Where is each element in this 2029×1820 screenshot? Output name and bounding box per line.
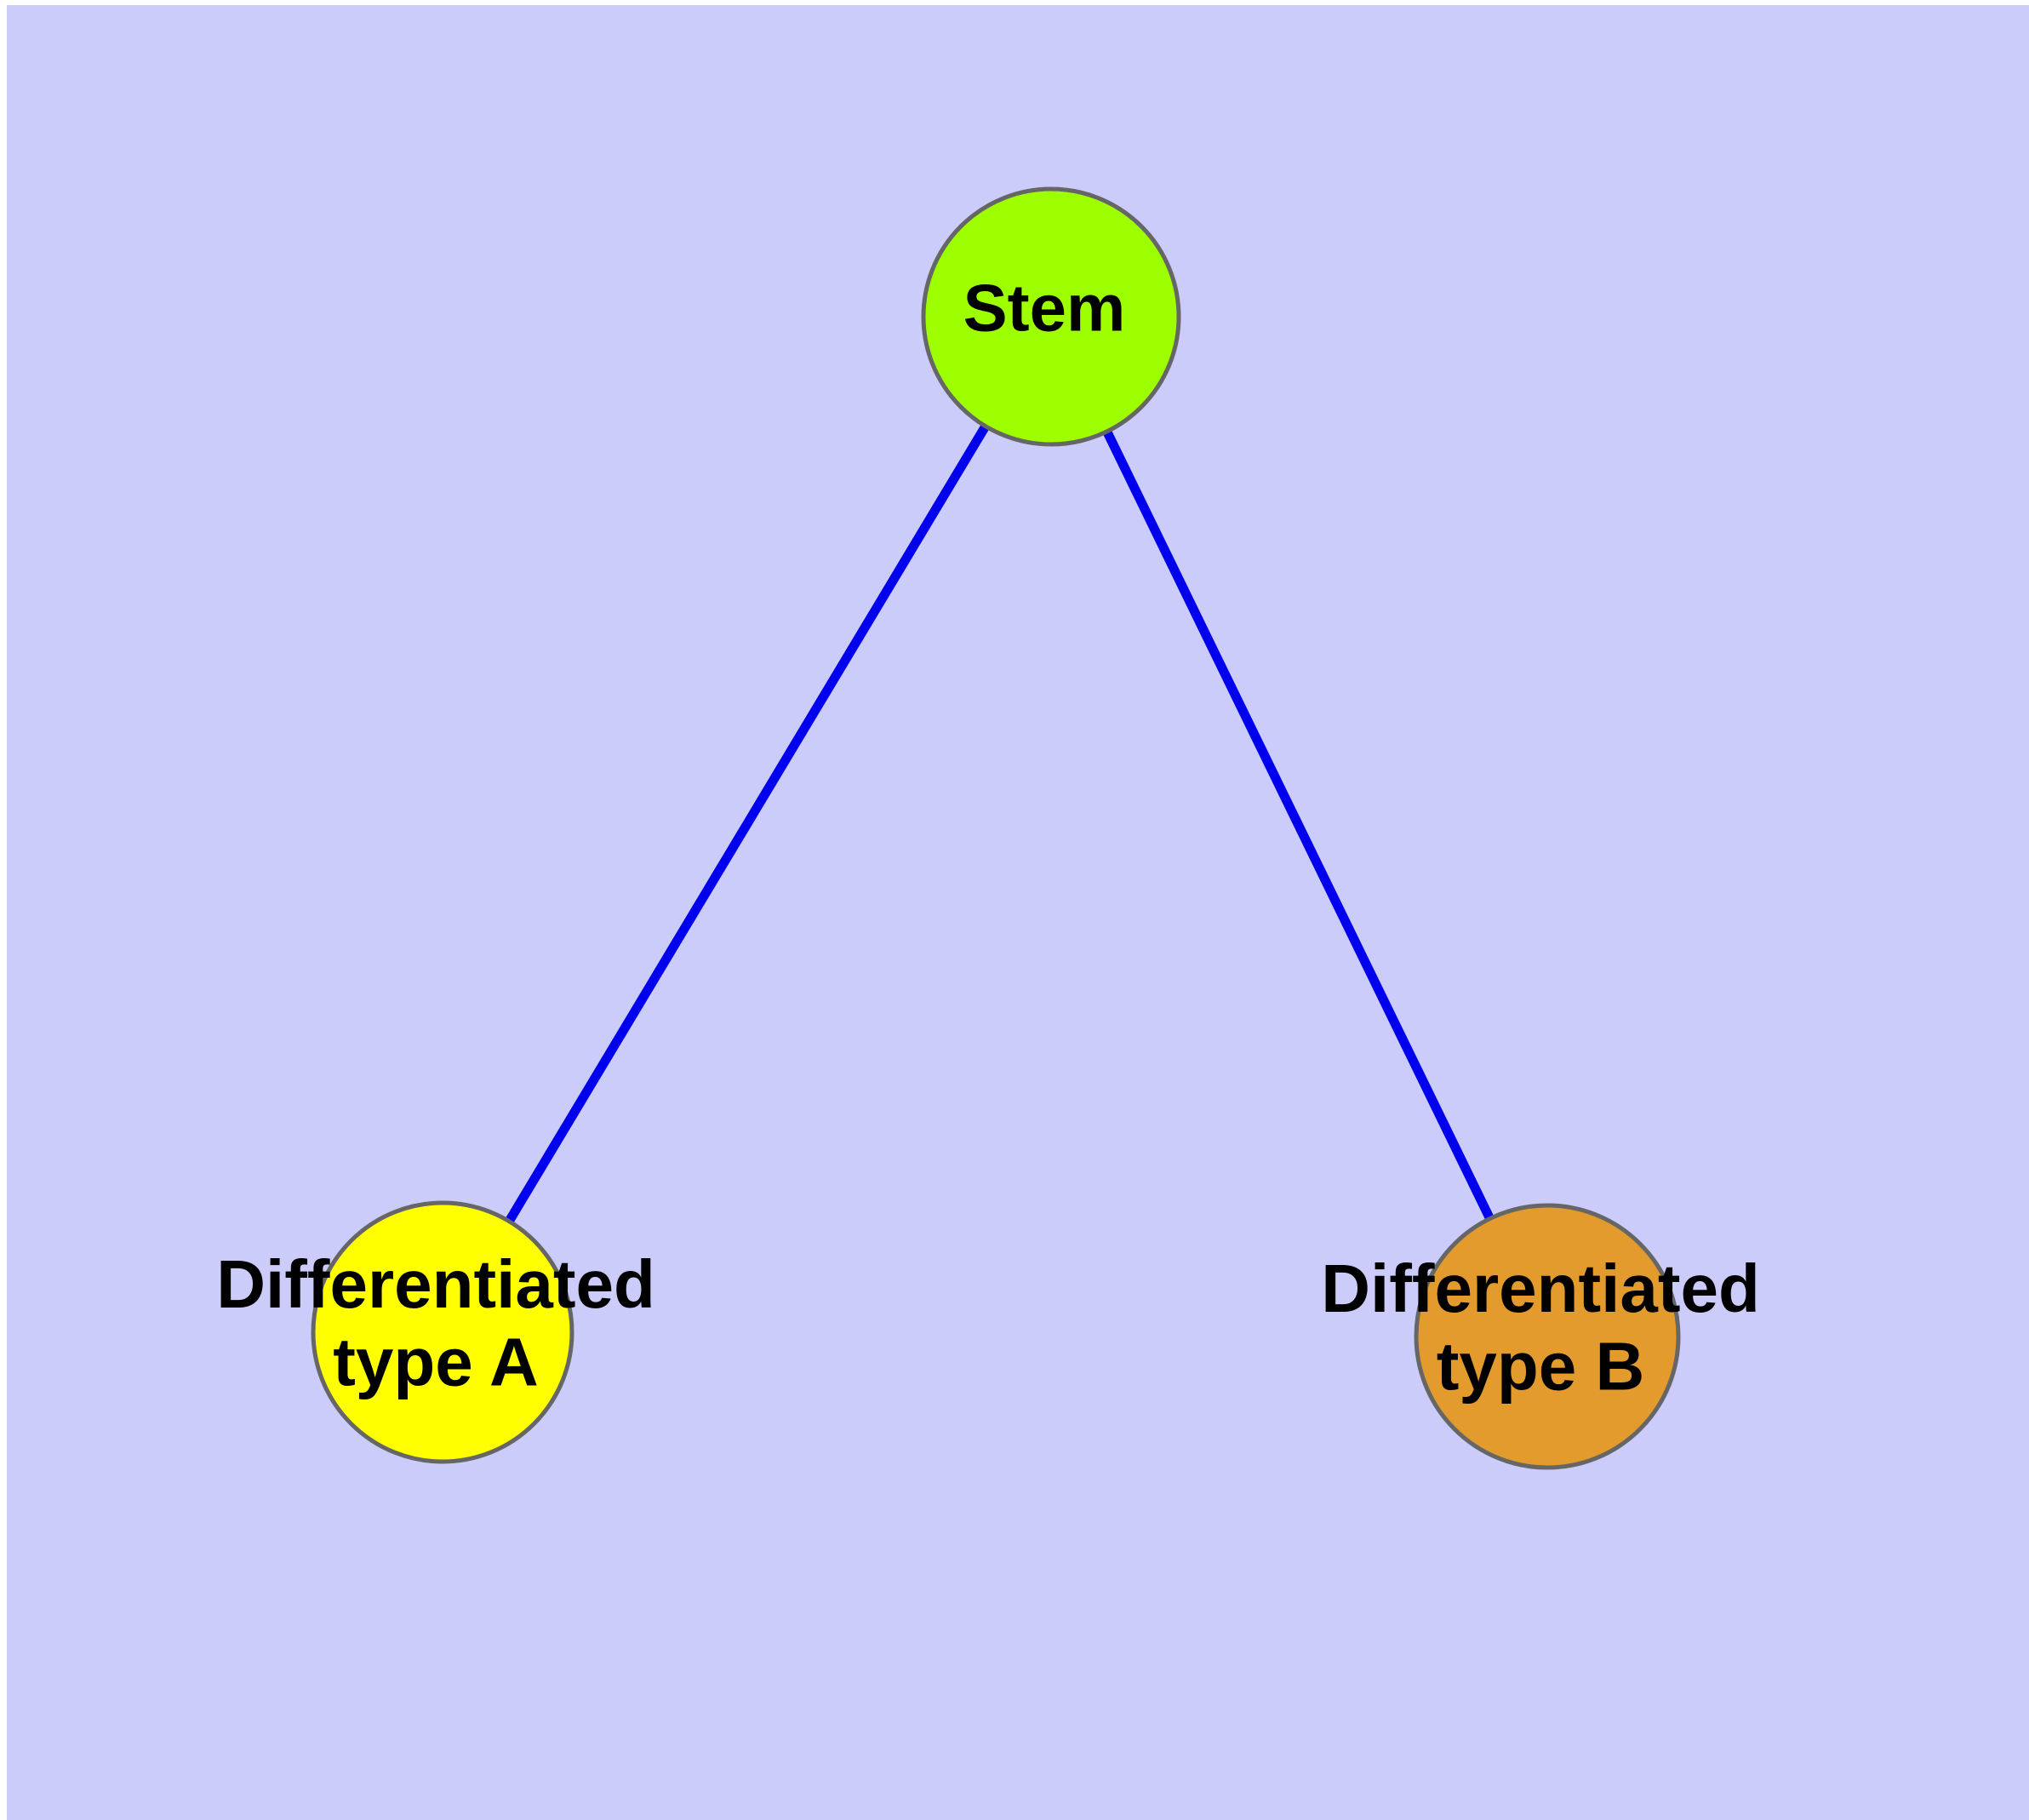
graph-node-diff_a[interactable] — [311, 1200, 574, 1464]
edges-layer — [506, 425, 1494, 1222]
graph-node-label-line: Differentiated — [216, 1246, 655, 1322]
graph-node-label-line: Differentiated — [1321, 1251, 1760, 1326]
graph-node-label-line: Stem — [963, 270, 1126, 345]
graph-node-label-line: type A — [333, 1324, 539, 1399]
graph-node-stem[interactable] — [921, 186, 1181, 447]
graph-edge-stem-to-diff_b — [1103, 431, 1494, 1220]
nodes-layer — [311, 186, 1681, 1470]
graph-node-label-stem: Stem — [963, 270, 1126, 345]
graph-node-label-line: type B — [1437, 1328, 1645, 1404]
graph-node-diff_b[interactable] — [1414, 1203, 1681, 1470]
graph-edge-stem-to-diff_a — [506, 425, 989, 1222]
